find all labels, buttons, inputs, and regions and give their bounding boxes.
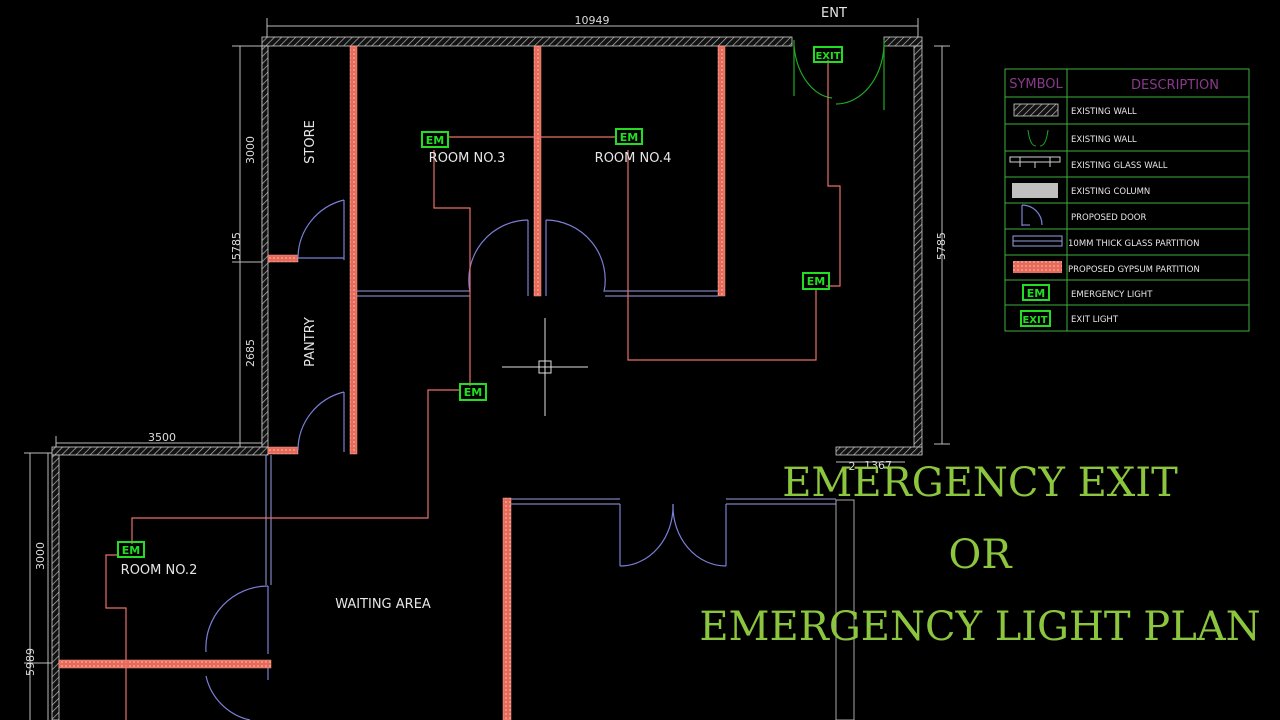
dim-step-prefix: 2 — [849, 460, 856, 473]
legend-row-6-text: 10MM THICK GLASS PARTITION — [1068, 239, 1199, 249]
legend-row-7-text: PROPOSED GYPSUM PARTITION — [1068, 265, 1200, 275]
cad-crosshair-cursor — [502, 318, 588, 416]
existing-entrance-door — [793, 40, 885, 110]
svg-text:EM: EM — [464, 386, 482, 399]
legend-row-1-text: EXISTING WALL — [1071, 107, 1137, 117]
dim-pantry: 2685 — [244, 339, 257, 367]
dim-top-width: 10949 — [575, 14, 610, 27]
proposed-doors — [205, 199, 727, 720]
hatched-wall-icon — [1013, 103, 1059, 117]
legend-row-3-text: EXISTING GLASS WALL — [1071, 161, 1168, 171]
svg-text:EXIT: EXIT — [815, 51, 840, 62]
svg-text:EM: EM — [807, 275, 825, 288]
glass-wall-icon — [1009, 156, 1061, 168]
overlay-title: EMERGENCY EXIT OR EMERGENCY LIGHT PLAN — [699, 460, 1260, 650]
legend-row-9-text: EXIT LIGHT — [1071, 315, 1119, 325]
em-light-entrance: EM — [802, 272, 830, 290]
dim-step: 1367 — [864, 459, 892, 472]
svg-text:EM: EM — [426, 134, 444, 147]
dimension-texts: 10949 ENT 5785 5785 3000 2685 3500 3000 … — [24, 6, 948, 676]
room-label-room4: ROOM NO.4 — [595, 151, 672, 166]
entrance-label: ENT — [821, 6, 847, 21]
legend-header-description: DESCRIPTION — [1131, 78, 1219, 93]
overlay-title-line2: OR — [949, 532, 1014, 578]
dim-lower-left: 5989 — [24, 648, 37, 676]
legend-header-symbol: SYMBOL — [1009, 77, 1063, 92]
room-label-room3: ROOM NO.3 — [429, 151, 506, 166]
legend-row-4-text: EXISTING COLUMN — [1071, 187, 1150, 197]
svg-text:EM: EM — [1027, 287, 1045, 300]
em-light-icon: EM — [1022, 284, 1050, 301]
dim-left-height: 5785 — [230, 232, 243, 260]
gypsum-partitions — [58, 45, 726, 720]
dimension-lines — [24, 18, 950, 720]
legend-row-5-text: PROPOSED DOOR — [1071, 213, 1146, 223]
legend-table: SYMBOL DESCRIPTION EM — [1004, 68, 1250, 332]
existing-walls — [51, 36, 923, 720]
room-label-store: STORE — [303, 120, 318, 164]
em-wiring — [105, 60, 841, 720]
room-label-pantry: PANTRY — [303, 317, 318, 367]
em-light-room2: EM — [117, 541, 145, 558]
em-light-room4: EM — [615, 128, 643, 145]
legend-row-2-text: EXISTING WALL — [1071, 135, 1137, 145]
overlay-title-line1: EMERGENCY EXIT — [782, 460, 1178, 506]
door-arc-icon — [1021, 204, 1043, 226]
grey-column-icon — [1012, 183, 1058, 198]
em-light-corridor: EM — [459, 383, 487, 401]
room-label-room2: ROOM NO.2 — [121, 563, 198, 578]
dim-right-height: 5785 — [935, 232, 948, 260]
glass-partitions — [265, 290, 836, 585]
room-labels: STORE PANTRY ROOM NO.3 ROOM NO.4 ROOM NO… — [121, 120, 672, 612]
legend-row-8-text: EMERGENCY LIGHT — [1071, 290, 1153, 300]
exit-light: EXIT — [813, 46, 843, 63]
green-door-arc-icon — [1027, 129, 1049, 147]
exit-light-icon: EXIT — [1020, 310, 1051, 327]
room-label-waiting: WAITING AREA — [335, 597, 431, 612]
overlay-title-line3: EMERGENCY LIGHT PLAN — [699, 604, 1260, 650]
dim-waiting-width: 3500 — [148, 431, 176, 444]
svg-text:EM: EM — [122, 544, 140, 557]
svg-text:EM: EM — [620, 131, 638, 144]
blue-partition-icon — [1012, 235, 1063, 247]
svg-text:EXIT: EXIT — [1022, 315, 1047, 326]
em-light-room3: EM — [421, 131, 449, 148]
dim-store: 3000 — [244, 136, 257, 164]
dim-room2-height: 3000 — [34, 542, 47, 570]
gypsum-partition-icon — [1013, 261, 1062, 273]
